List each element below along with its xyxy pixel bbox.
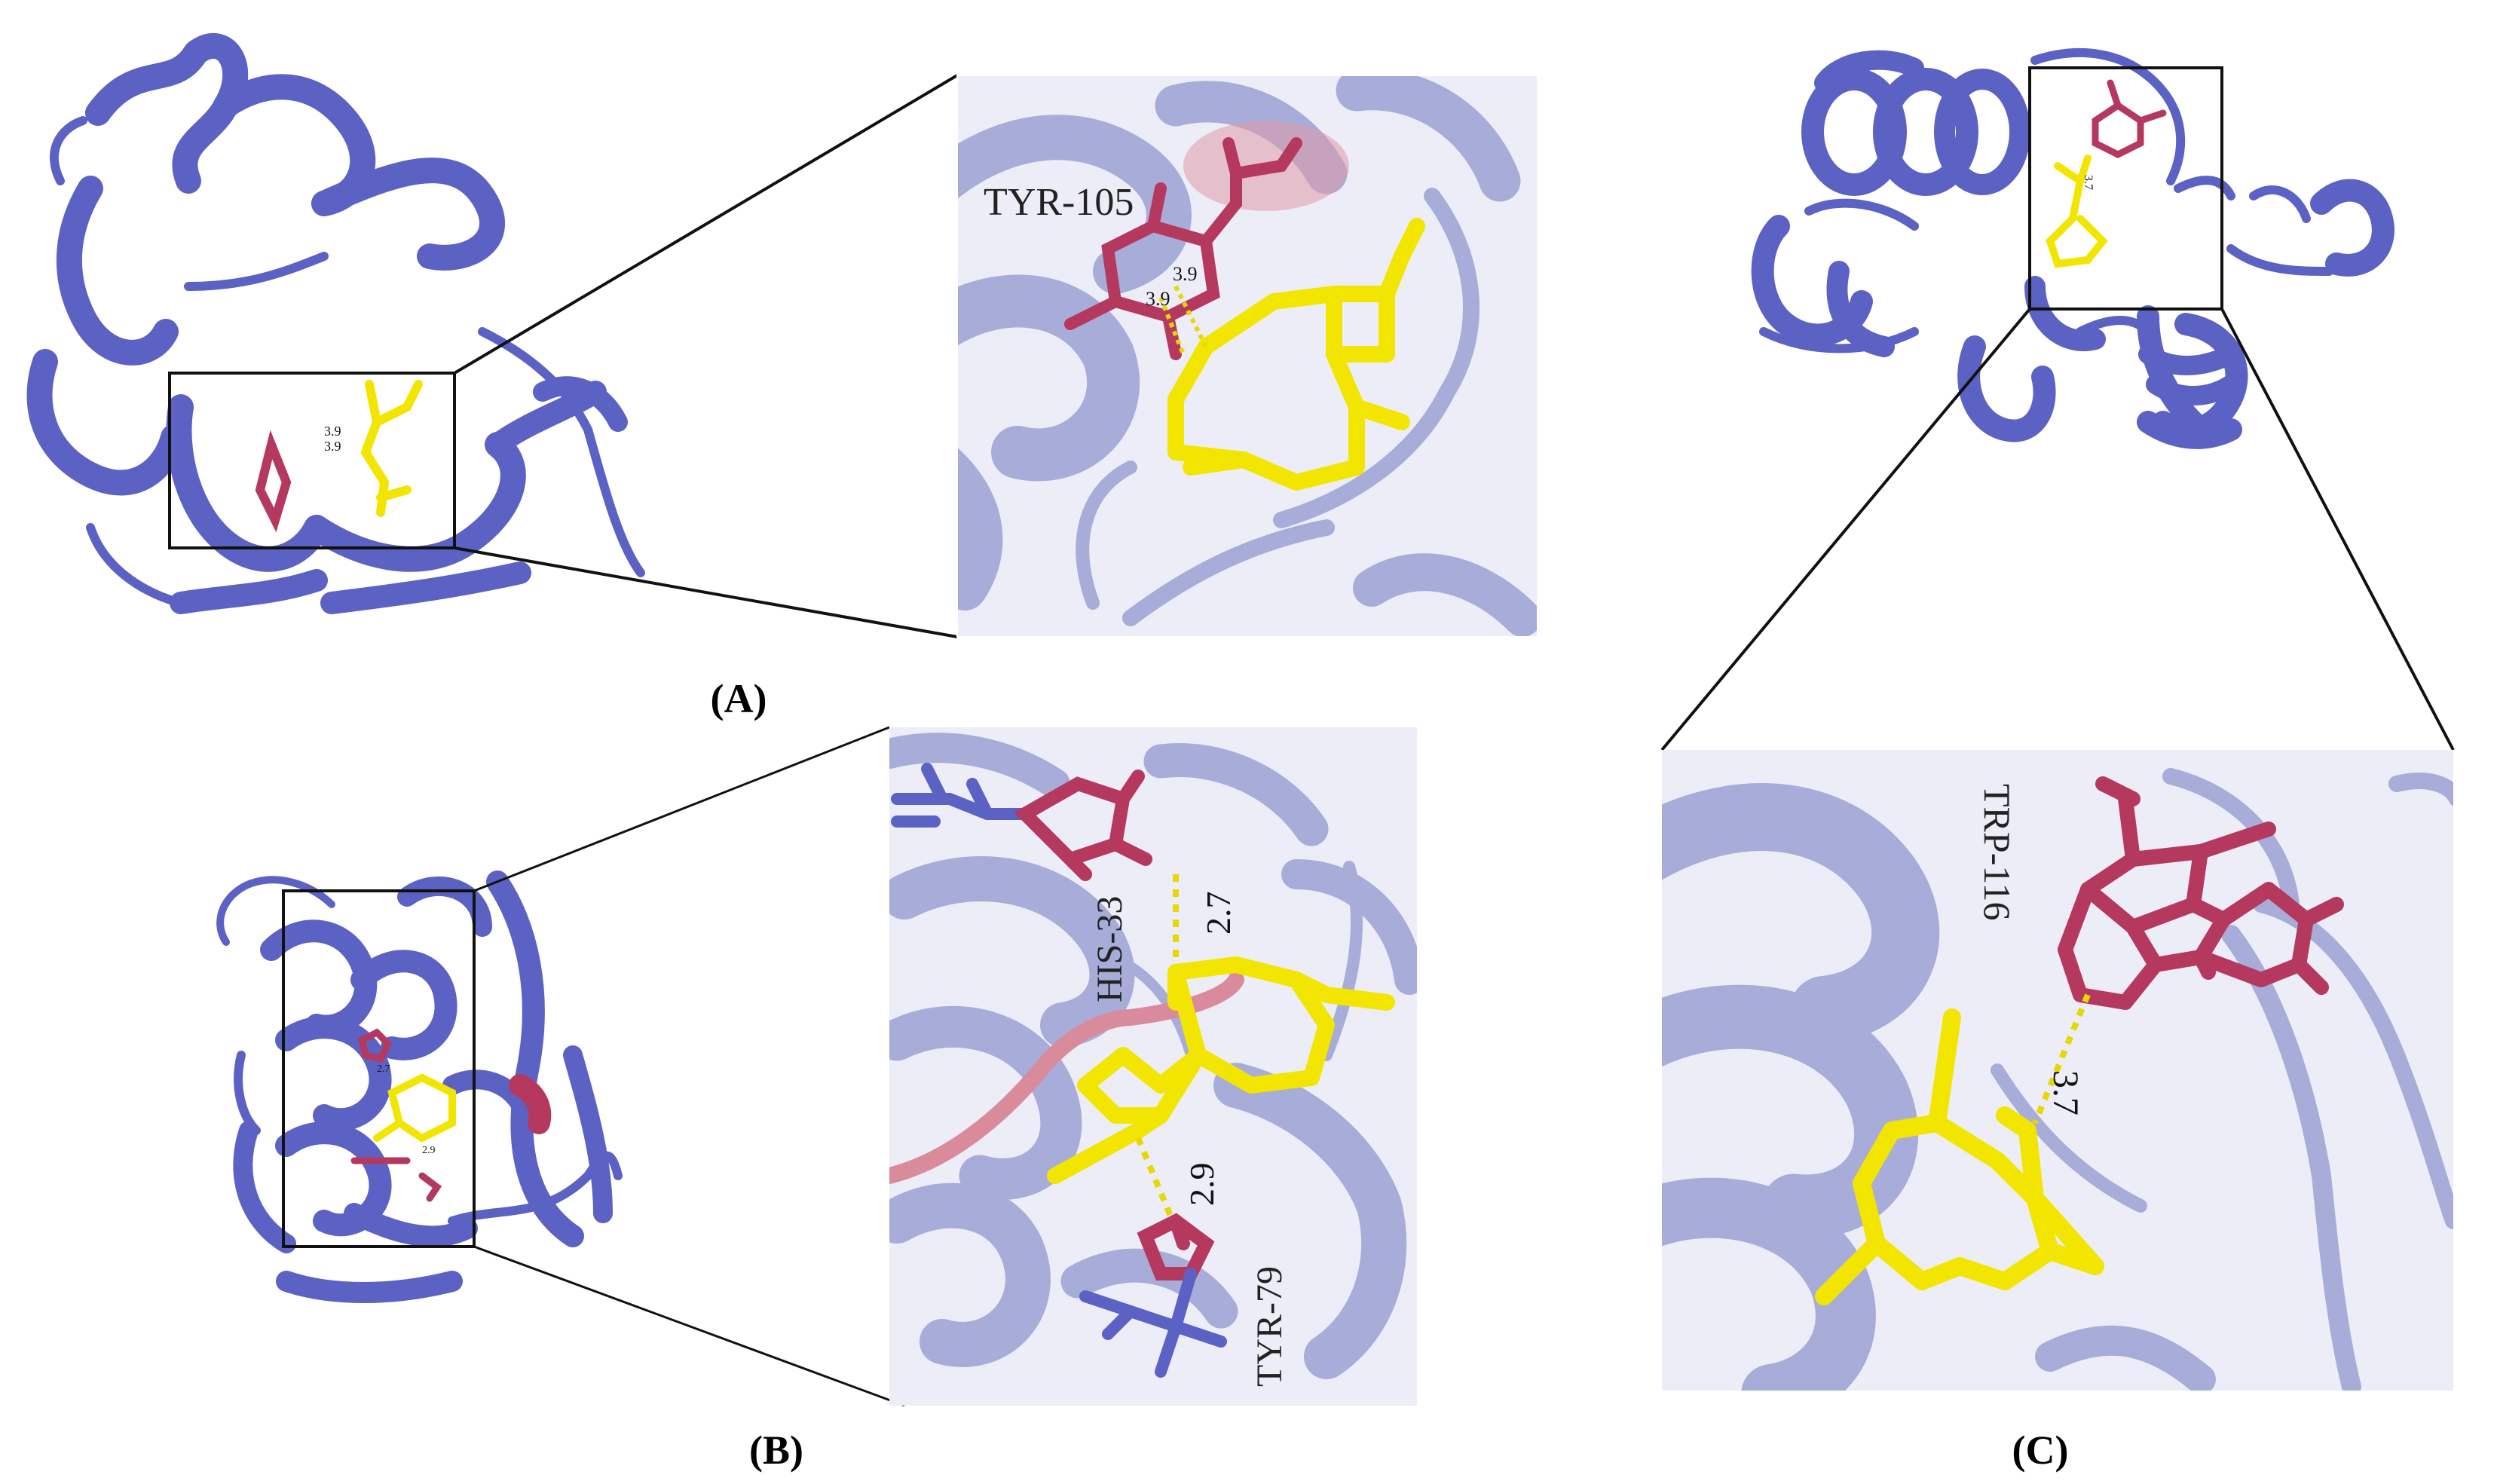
panel-b-tyr-sticks — [1137, 1213, 1215, 1281]
panel-c-zoom-inset — [1662, 750, 2453, 1391]
panel-c-residue-label: TRP-116 — [1976, 784, 2018, 921]
panel-b-inset-red-loop — [889, 971, 1244, 1184]
panel-a-connector-top — [453, 74, 959, 375]
panel-b-tyr-blue-sticks — [1079, 1268, 1227, 1378]
panel-a-distance-2: 3.9 — [1146, 288, 1170, 310]
panel-b-residue-his: HIS-33 — [1090, 896, 1130, 1002]
panel-c-connector-right — [2220, 308, 2455, 751]
panel-b-ov-distance-2: 2.9 — [422, 1145, 436, 1156]
panel-c-distance-1: 3.7 — [2046, 1070, 2085, 1115]
panel-c-overview-residue — [2092, 79, 2167, 159]
panel-b-his-sticks — [1014, 770, 1152, 881]
panel-a-residue-sticks — [1064, 137, 1302, 360]
panel-b-distance-2: 2.9 — [1183, 1163, 1221, 1207]
panel-b-connector-top — [473, 726, 890, 892]
panel-b: HIS-33 2.7 2.9 TYR-79 2.7 2.9 (B) — [216, 726, 1417, 1473]
panel-c-connector-left — [1660, 308, 2031, 751]
panel-c-protein-overview — [1751, 48, 2394, 449]
panel-a-ov-distance-2: 3.9 — [324, 439, 341, 454]
panel-a-overview-residue — [255, 430, 292, 533]
panel-b-ov-distance-1: 2.7 — [377, 1063, 390, 1075]
panel-a-distance-1: 3.9 — [1173, 263, 1198, 285]
panel-c: TRP-116 3.7 3.7 (C) — [1660, 48, 2455, 1473]
panel-b-his-blue-sticks — [891, 763, 1031, 828]
panel-b-protein-overview — [216, 871, 623, 1303]
panel-a-protein-overview — [26, 33, 645, 614]
panel-b-distance-1: 2.7 — [1199, 892, 1238, 935]
panel-b-label: (B) — [749, 1427, 803, 1473]
panel-a-zoom-box — [168, 372, 456, 549]
panel-c-ov-distance-1: 3.7 — [2082, 175, 2095, 190]
panel-c-trp-sticks — [2058, 776, 2344, 1010]
panel-a-connector-bottom — [454, 546, 958, 638]
panel-a-ligand-sticks — [1167, 218, 1425, 491]
panel-c-overview-ligand — [2046, 155, 2108, 268]
panel-b-residue-tyr: TYR-79 — [1250, 1266, 1290, 1387]
panel-a-zoom-inset — [957, 75, 1538, 637]
panel-a-label: (A) — [711, 676, 767, 721]
panel-c-zoom-box — [2028, 66, 2223, 311]
panel-a-overview-ligand — [360, 380, 423, 517]
panel-b-connector-bottom — [473, 1245, 905, 1407]
panel-c-ligand-sticks — [1815, 1008, 2104, 1305]
panel-b-overview-ligand — [373, 1073, 456, 1143]
panel-b-overview-red-segment — [509, 1074, 552, 1134]
panel-a-inset-frame — [956, 75, 1538, 638]
panel-b-overview-residues — [350, 1028, 442, 1202]
panel-b-zoom-inset — [889, 727, 1417, 1406]
panel-c-label: (C) — [2012, 1427, 2069, 1473]
panel-b-ligand-sticks — [1047, 956, 1395, 1184]
panel-a: TYR-105 3.9 3.9 3.9 3.9 (A) — [26, 33, 1538, 721]
panel-b-zoom-box — [282, 889, 476, 1248]
panel-b-hbond-lines — [1135, 874, 1179, 1230]
panel-a-hbond-lines — [1158, 285, 1208, 356]
panel-a-ov-distance-1: 3.9 — [324, 424, 341, 439]
panel-a-residue-label: TYR-105 — [984, 181, 1134, 224]
